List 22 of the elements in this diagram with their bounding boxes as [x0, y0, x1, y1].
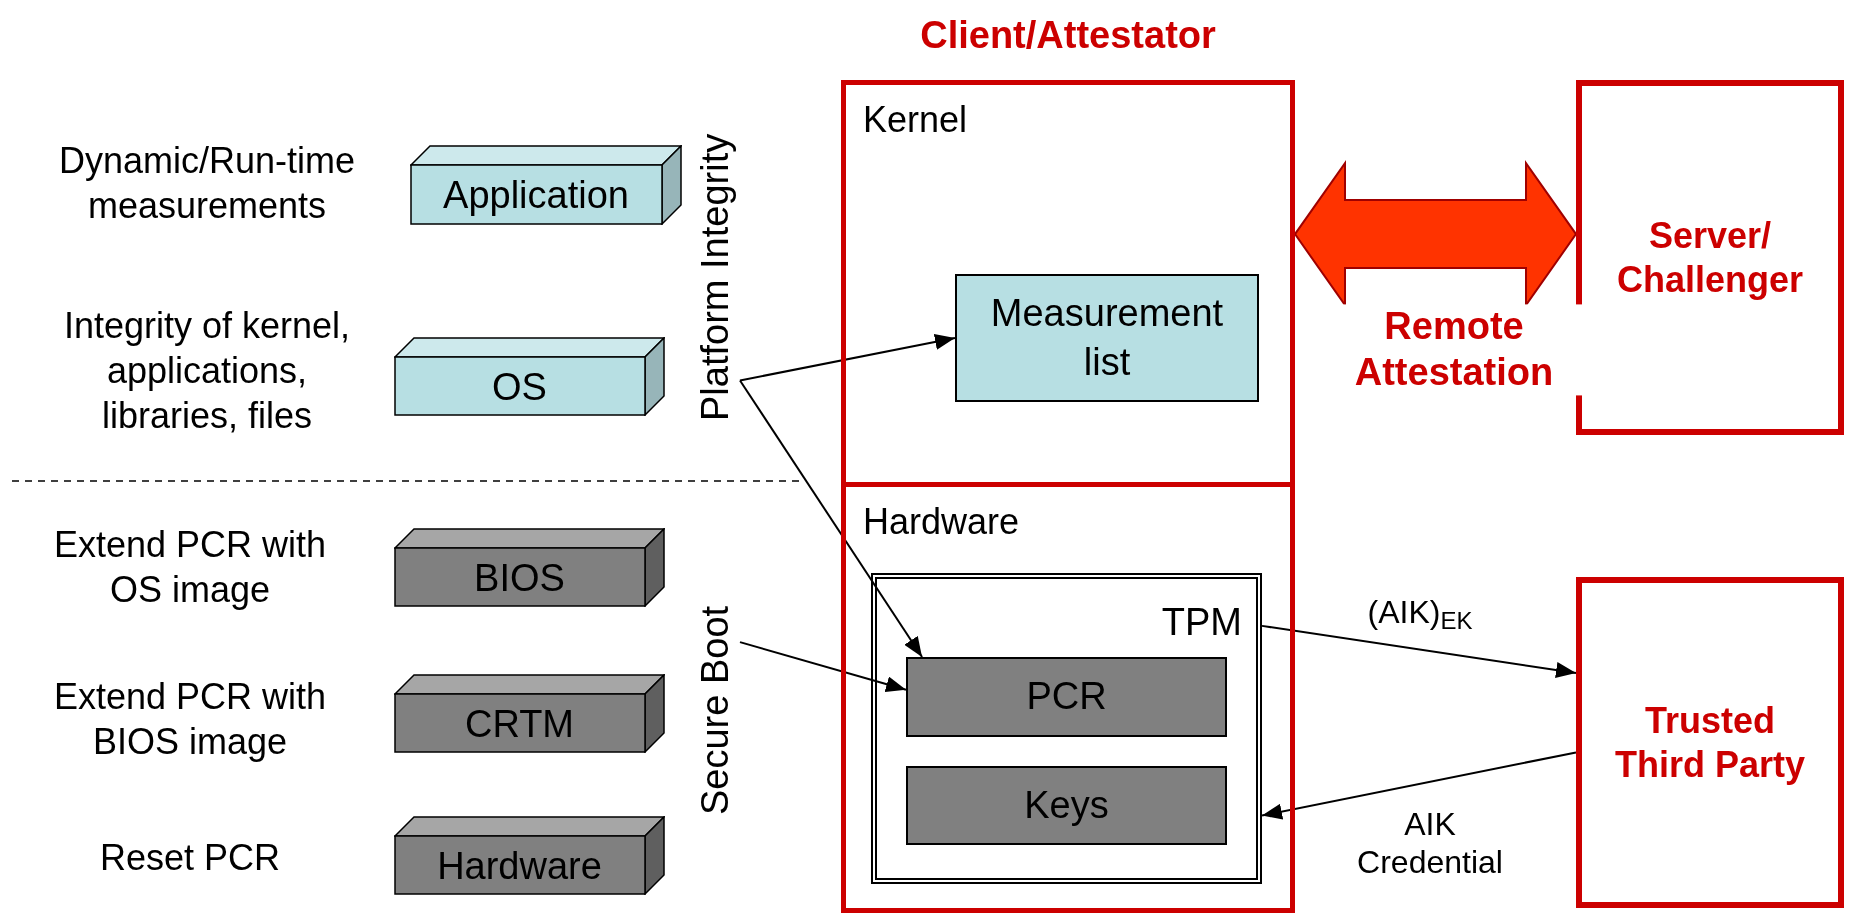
party-box: Trusted Third Party: [1576, 577, 1844, 908]
section-heading: Kernel: [863, 98, 968, 142]
arrow: [739, 641, 907, 692]
side-note: Dynamic/Run-time measurements: [57, 139, 357, 228]
party-box: Server/ Challenger: [1576, 80, 1844, 435]
component-box: Keys: [906, 766, 1227, 845]
vertical-label: Platform Integrity: [690, 100, 740, 455]
frame-heading: Client/Attestator: [919, 13, 1217, 58]
arrow: [739, 379, 924, 658]
side-note: Integrity of kernel, applications, libraries, files: [62, 303, 352, 438]
component-box: PCR: [906, 657, 1227, 737]
side-note: Extend PCR with BIOS image: [52, 675, 328, 764]
component-box: Measurement list: [955, 274, 1259, 402]
arrow: [1261, 624, 1577, 678]
tpm-frame: [871, 573, 1262, 884]
section-heading: Hardware: [863, 500, 1020, 544]
side-note: Extend PCR with OS image: [52, 523, 328, 612]
arrow: [739, 334, 956, 382]
tpm-heading: TPM: [1161, 600, 1242, 645]
vertical-label: Secure Boot: [690, 579, 740, 842]
side-note: Reset PCR: [98, 835, 282, 880]
arrow: [1261, 751, 1577, 820]
